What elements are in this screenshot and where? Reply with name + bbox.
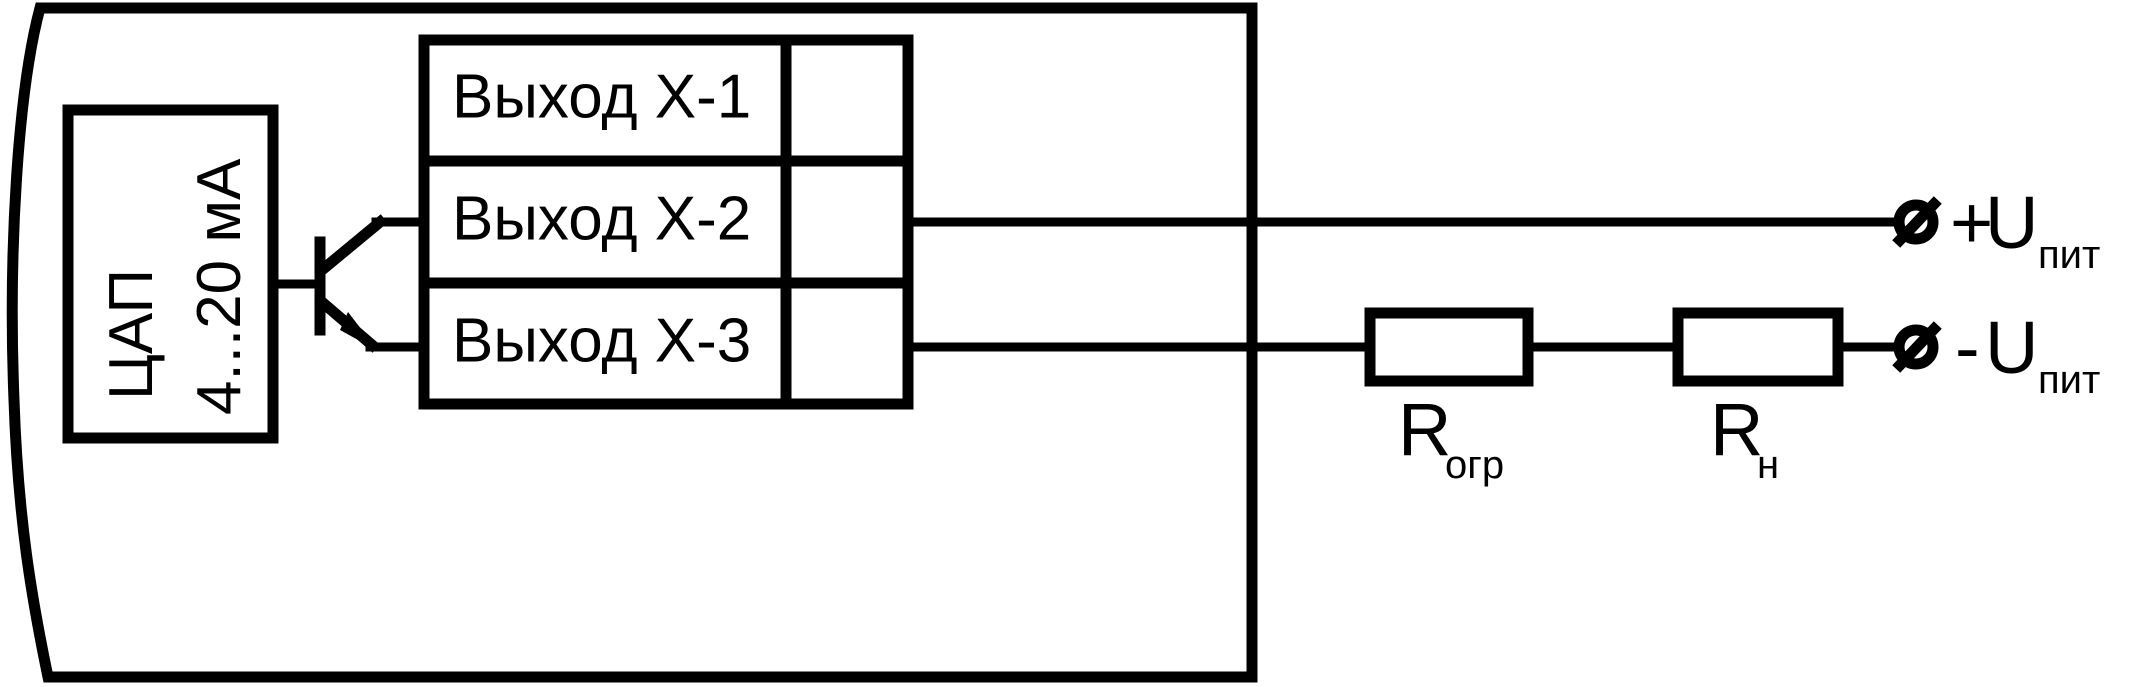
positive-terminal-slash (1892, 196, 1942, 248)
resistor-r-n-body (1672, 307, 1844, 387)
transistor-collector-lead (314, 214, 388, 278)
terminal-table: Выход Х-1 Выход Х-2 Выход Х-3 (418, 34, 914, 410)
resistor-r-ogr-symbol: R (1398, 388, 1451, 471)
negative-terminal-circle (1893, 324, 1939, 370)
resistor-r-n-symbol: R (1710, 388, 1763, 471)
table-row-label-2: Выход Х-3 (452, 306, 751, 375)
negative-terminal-subscript: пит (2038, 358, 2100, 402)
resistor-r-n: R н (1672, 307, 1844, 487)
dac-block-label-line1: ЦАП (97, 269, 166, 400)
resistor-r-n-subscript: н (1757, 443, 1779, 487)
resistor-r-ogr-subscript: огр (1445, 443, 1504, 487)
negative-terminal-symbol: U (1985, 306, 2038, 389)
table-row-label-0: Выход Х-1 (452, 62, 751, 131)
negative-terminal-sign: - (1955, 306, 1980, 389)
dac-block: ЦАП 4...20 мА (62, 104, 279, 444)
enclosure-outline (6, 2, 1258, 683)
resistor-r-ogr: R огр (1364, 307, 1534, 487)
positive-terminal-sign: + (1950, 181, 1993, 264)
positive-terminal-subscript: пит (2038, 233, 2100, 277)
positive-supply-terminal: + U пит (1892, 181, 2100, 277)
transistor-emitter-arrowhead (340, 312, 378, 351)
resistor-r-ogr-body (1364, 307, 1534, 387)
transistor-symbol (268, 214, 429, 353)
table-row-label-1: Выход Х-2 (452, 184, 751, 253)
terminal-table-outline (418, 34, 914, 410)
dac-block-box (62, 104, 279, 444)
positive-terminal-circle (1893, 199, 1939, 245)
negative-terminal-slash (1892, 321, 1942, 373)
negative-supply-terminal: - U пит (1892, 306, 2100, 402)
dac-block-label-line2: 4...20 мА (185, 158, 254, 415)
positive-terminal-symbol: U (1985, 181, 2038, 264)
